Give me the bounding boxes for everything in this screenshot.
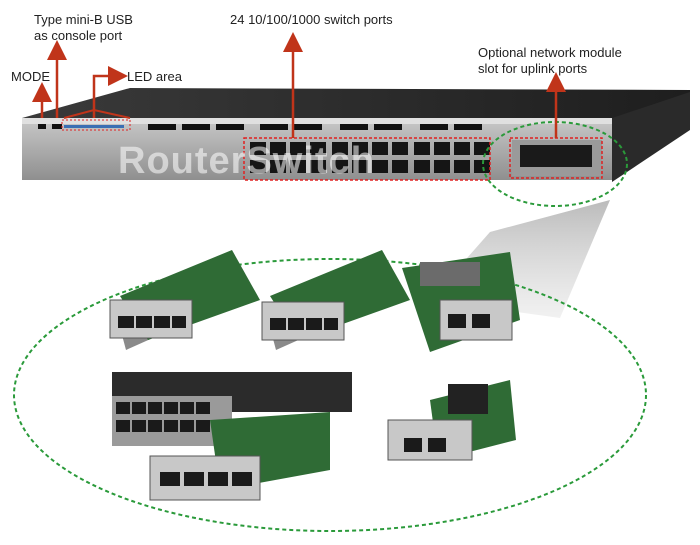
switch-port <box>414 142 430 155</box>
switch-port <box>352 142 368 155</box>
network-module-slot <box>512 140 602 176</box>
watermark-text: RouterSwitch <box>118 140 375 182</box>
slot-ellipse <box>482 121 628 207</box>
label-led-area: LED area <box>127 69 182 84</box>
top-slot-row <box>148 124 482 130</box>
front-left-panel <box>38 124 124 129</box>
switch-port <box>352 160 368 173</box>
modules-ellipse <box>13 258 647 532</box>
switch-port <box>434 142 450 155</box>
switch-port <box>434 160 450 173</box>
switch-port <box>270 142 286 155</box>
led-highlight <box>61 119 131 131</box>
switch-port <box>332 142 348 155</box>
label-switch-ports: 24 10/100/1000 switch ports <box>230 12 393 27</box>
switch-port <box>372 142 388 155</box>
label-module-slot-line2: slot for uplink ports <box>478 61 588 76</box>
switch-port <box>474 160 490 173</box>
switch-port <box>454 160 470 173</box>
switch-ports-group <box>250 142 490 173</box>
switch-port <box>290 160 306 173</box>
label-console-port-line2: as console port <box>34 28 123 43</box>
label-module-slot-line1: Optional network module <box>478 45 622 60</box>
switch-port <box>414 160 430 173</box>
ports-highlight <box>243 137 491 181</box>
switch-port <box>392 160 408 173</box>
module-2 <box>261 250 410 350</box>
switch-port <box>250 142 266 155</box>
switch-port <box>332 160 348 173</box>
label-console-port-line1: Type mini-B USB <box>34 12 133 27</box>
label-console-port: Type mini-B USB as console port <box>34 12 133 44</box>
callout-arrows <box>32 32 566 138</box>
switch-port <box>392 142 408 155</box>
switch-port <box>250 160 266 173</box>
switch-port <box>310 160 326 173</box>
switch-port <box>310 142 326 155</box>
module-3 <box>402 252 520 352</box>
module-4-with-switch <box>112 372 352 501</box>
switch-port <box>270 160 286 173</box>
label-mode: MODE <box>11 69 50 84</box>
switch-port <box>454 142 470 155</box>
switch-port <box>474 142 490 155</box>
module-1 <box>109 250 260 350</box>
module-5 <box>387 380 516 461</box>
switch-port <box>372 160 388 173</box>
switch-port <box>290 142 306 155</box>
label-module-slot: Optional network module slot for uplink … <box>478 45 622 77</box>
